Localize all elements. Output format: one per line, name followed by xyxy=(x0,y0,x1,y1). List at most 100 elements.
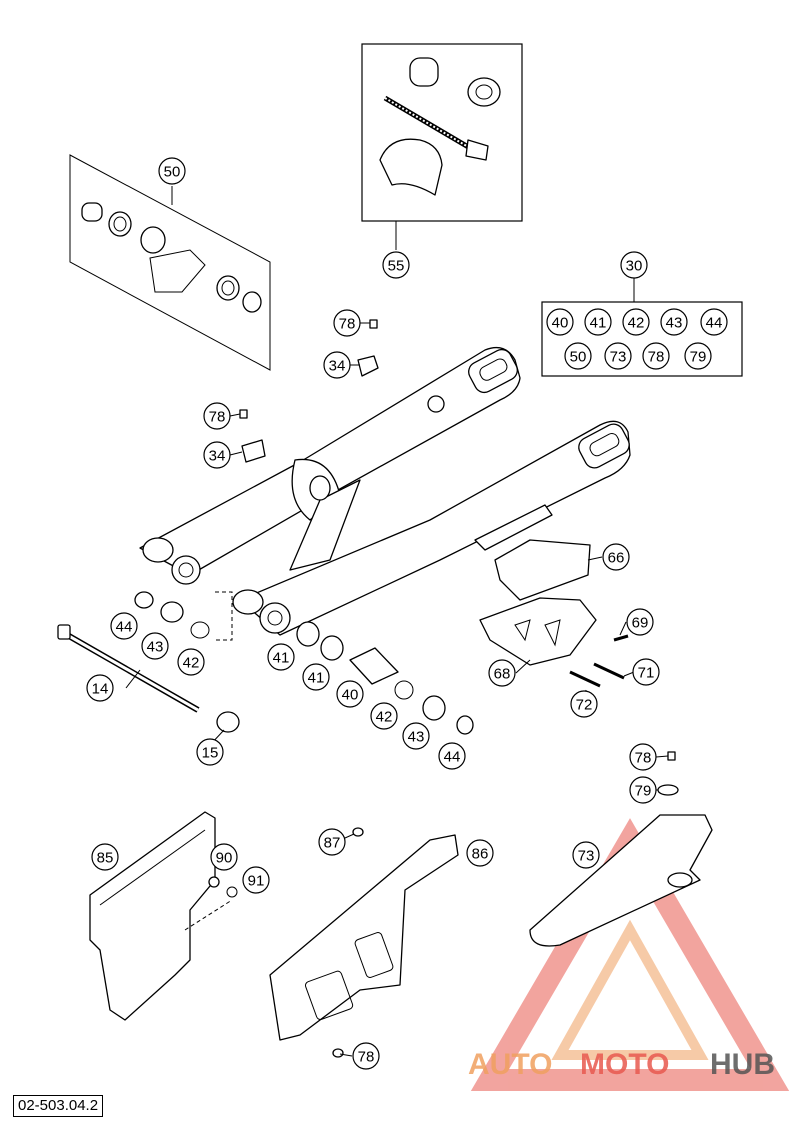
bearing-stack-right xyxy=(296,621,474,735)
callout-label: 42 xyxy=(183,655,200,672)
callout-78d: 78 xyxy=(352,1042,380,1070)
callout-41a: 41 xyxy=(267,643,295,671)
callout-label: 15 xyxy=(202,745,219,762)
chain-guard-85 xyxy=(89,811,238,1021)
callout-label: 42 xyxy=(376,709,393,726)
callout-73: 73 xyxy=(572,841,600,869)
callout-label: 43 xyxy=(408,729,425,746)
kit-30-item-label: 79 xyxy=(690,349,707,366)
kit-30-item-label: 50 xyxy=(570,349,587,366)
kit-30-item: 79 xyxy=(684,342,712,370)
callout-label: 34 xyxy=(209,448,226,465)
callout-44a: 44 xyxy=(110,612,138,640)
callout-label: 40 xyxy=(342,687,359,704)
callout-label: 34 xyxy=(329,358,346,375)
callout-circle xyxy=(91,843,119,871)
callout-label: 41 xyxy=(308,670,325,687)
callout-label: 72 xyxy=(576,697,593,714)
swingarm-guard-86 xyxy=(269,827,459,1058)
callout-label: 78 xyxy=(358,1049,375,1066)
kit-30-item-label: 41 xyxy=(590,315,607,332)
callout-circle xyxy=(141,632,169,660)
bearing-stack-left xyxy=(134,591,210,639)
kit-30-item: 41 xyxy=(584,308,612,336)
callout-label: 43 xyxy=(147,639,164,656)
callout-34b: 34 xyxy=(203,441,231,469)
callout-label: 41 xyxy=(273,650,290,667)
callout-label: 79 xyxy=(635,783,652,800)
callout-label: 66 xyxy=(608,550,625,567)
callout-55: 55 xyxy=(382,251,410,279)
callout-44b: 44 xyxy=(438,742,466,770)
kit-30-item-label: 44 xyxy=(706,315,723,332)
callout-label: 14 xyxy=(92,681,109,698)
kit-30-item-label: 73 xyxy=(610,349,627,366)
callout-circle xyxy=(110,612,138,640)
callout-label: 55 xyxy=(388,258,405,275)
callout-circle xyxy=(333,309,361,337)
callout-label: 44 xyxy=(116,619,133,636)
callout-label: 85 xyxy=(97,850,114,867)
callout-43b: 43 xyxy=(402,722,430,750)
callout-circle xyxy=(626,608,654,636)
callout-circle xyxy=(629,743,657,771)
callout-label: 30 xyxy=(626,258,643,275)
screws-69-71-72 xyxy=(569,634,629,688)
callout-41b: 41 xyxy=(302,663,330,691)
chain-guide-bracket-68 xyxy=(479,597,597,666)
callout-circle xyxy=(488,659,516,687)
callout-72: 72 xyxy=(570,690,598,718)
kit-30-item-label: 78 xyxy=(648,349,665,366)
callout-40: 40 xyxy=(336,680,364,708)
callout-label: 44 xyxy=(444,749,461,766)
callout-circle xyxy=(572,841,600,869)
callout-42a: 42 xyxy=(177,648,205,676)
chain-guide-66 xyxy=(494,539,591,601)
callout-label: 78 xyxy=(339,316,356,333)
callout-circle xyxy=(632,658,660,686)
callout-circle xyxy=(336,680,364,708)
callout-circle xyxy=(267,643,295,671)
callout-circle xyxy=(438,742,466,770)
pivot-kit-55-panel xyxy=(361,43,523,250)
callout-79: 79 xyxy=(629,776,657,804)
callout-43a: 43 xyxy=(141,632,169,660)
callout-circle xyxy=(158,157,186,185)
callout-circle xyxy=(86,674,114,702)
callout-label: 71 xyxy=(638,665,655,682)
nut-15 xyxy=(216,711,240,733)
callout-15: 15 xyxy=(196,738,224,766)
callout-circle xyxy=(196,738,224,766)
callout-circle xyxy=(466,839,494,867)
callout-circle xyxy=(242,866,270,894)
bracket-34-lower xyxy=(239,409,266,463)
callout-circle xyxy=(177,648,205,676)
callout-14: 14 xyxy=(86,674,114,702)
kit-30-item: 73 xyxy=(604,342,632,370)
kit-30-item-label: 43 xyxy=(666,315,683,332)
callout-circle xyxy=(382,251,410,279)
watermark-moto: MOTO xyxy=(580,1048,669,1081)
callout-label: 68 xyxy=(494,666,511,683)
callout-circle xyxy=(203,441,231,469)
watermark-logo-icon xyxy=(470,818,790,1091)
kit-30-item: 42 xyxy=(622,308,650,336)
callout-label: 90 xyxy=(216,850,233,867)
callout-86: 86 xyxy=(466,839,494,867)
watermark-text: AUTO MOTO HUB xyxy=(468,1048,775,1081)
kit-30-item: 44 xyxy=(700,308,728,336)
kit-30-item: 78 xyxy=(642,342,670,370)
callout-78c: 78 xyxy=(629,743,657,771)
callout-circle xyxy=(203,402,231,430)
kit-30-item-label: 42 xyxy=(628,315,645,332)
callout-34a: 34 xyxy=(323,351,351,379)
callout-circle xyxy=(370,702,398,730)
callout-71: 71 xyxy=(632,658,660,686)
callout-69: 69 xyxy=(626,608,654,636)
swingarm-axle-14 xyxy=(57,624,200,713)
callout-label: 73 xyxy=(578,848,595,865)
callout-78b: 78 xyxy=(203,402,231,430)
callout-circle xyxy=(602,543,630,571)
callout-circle xyxy=(323,351,351,379)
callout-label: 78 xyxy=(209,409,226,426)
